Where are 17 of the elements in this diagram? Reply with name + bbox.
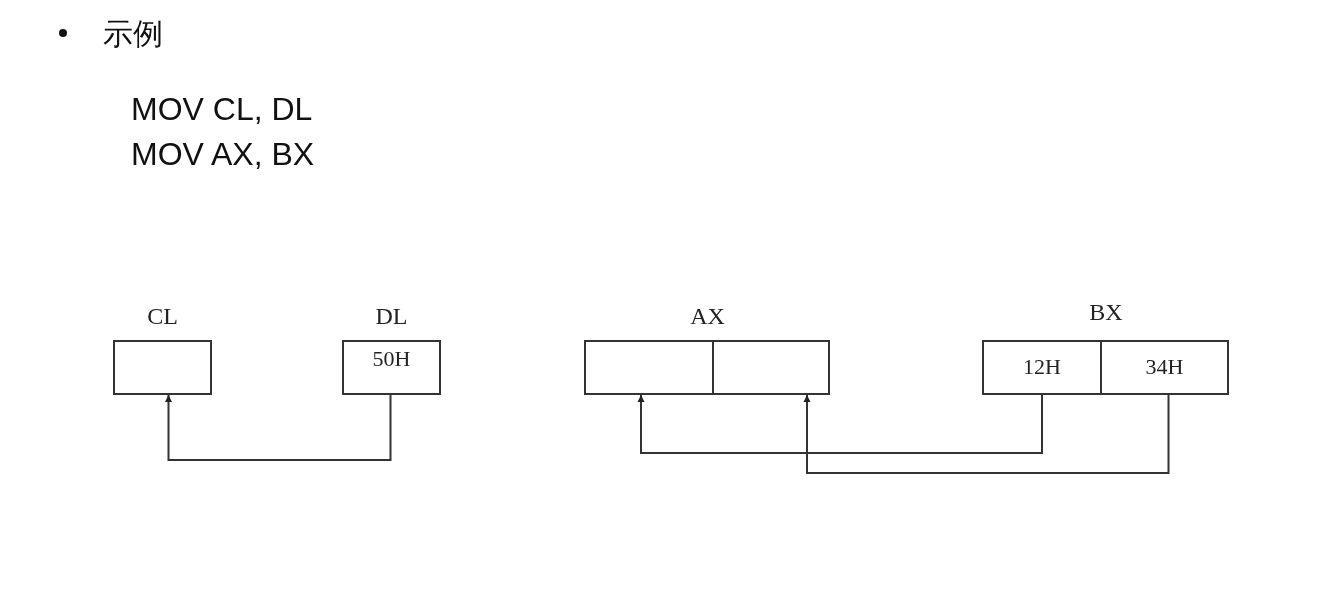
register-name: CL [146, 302, 179, 330]
register-name: AX [689, 302, 726, 330]
instruction-text: MOV CL, DL [131, 91, 313, 128]
register-cell [1100, 340, 1229, 395]
register-value: 50H [371, 346, 412, 372]
bullet-heading: 示例 [103, 16, 163, 52]
arrow [803, 394, 1170, 474]
instruction-text: MOV AX, BX [131, 136, 315, 173]
register-cell [584, 340, 714, 395]
arrow [165, 394, 392, 461]
arrow [637, 394, 1043, 454]
register-value: 34H [1144, 354, 1185, 380]
register-value: 12H [1022, 354, 1062, 380]
register-cell [982, 340, 1102, 395]
register-name: BX [1088, 298, 1124, 326]
register-cell [712, 340, 830, 395]
register-name: DL [374, 302, 409, 330]
